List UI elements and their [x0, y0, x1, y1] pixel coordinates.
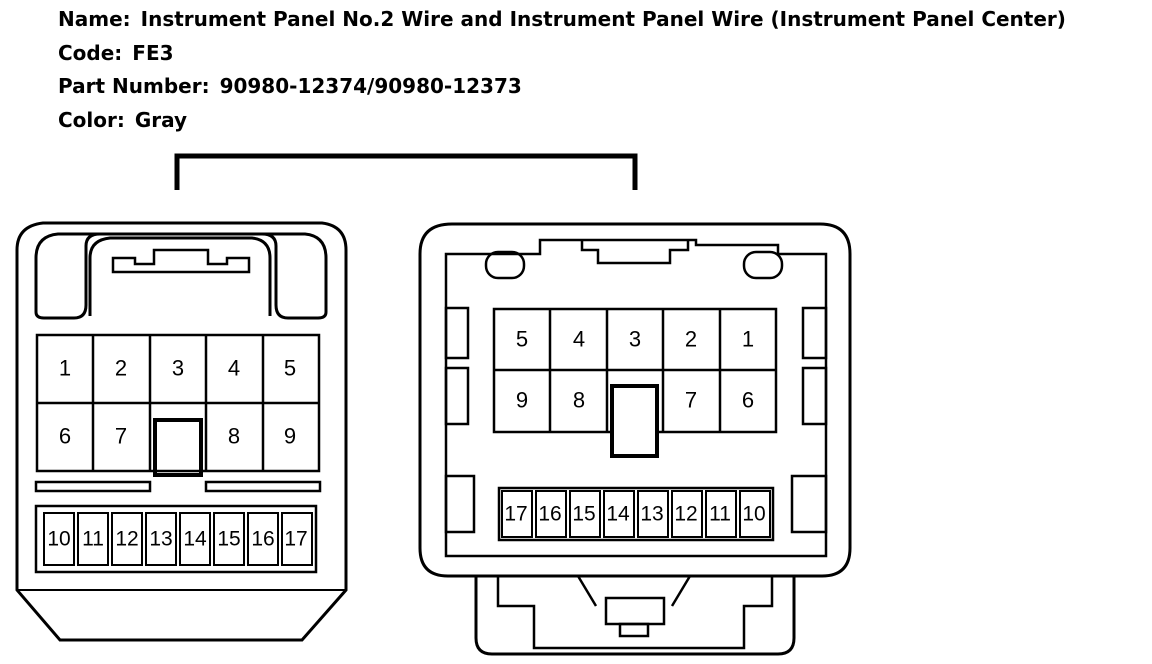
- pin-label: 13: [149, 528, 172, 551]
- connector-right-lock-tab: [604, 596, 666, 626]
- connector-left-latch: [88, 236, 272, 316]
- pin-label: 2: [115, 356, 127, 381]
- pin-label: 2: [685, 327, 697, 352]
- code-label: Code:: [58, 40, 123, 65]
- connector-right-lock-ramp: [576, 575, 692, 607]
- pin-label: 16: [251, 528, 274, 551]
- pin-cavity: [535, 490, 567, 538]
- connector-left-slot: [204, 480, 322, 493]
- pin-label: 10: [47, 528, 70, 551]
- pin-label: 11: [82, 528, 104, 551]
- connector-right: 5 4 3 2 1 9 8 7 6 17 16 15 14 13 12 11 1…: [418, 222, 852, 656]
- pin-label: 11: [709, 503, 731, 526]
- name-value: Instrument Panel No.2 Wire and Instrumen…: [140, 7, 1066, 31]
- pin-cavity: [501, 490, 533, 538]
- connector-right-side-rib: [801, 306, 828, 360]
- connector-left-lock-tab: [111, 248, 251, 274]
- connector-left: 1 2 3 4 5 6 7 8 9 10 11 12 13 14 15 16 1…: [15, 221, 348, 642]
- pin-label: 6: [59, 424, 71, 449]
- pin-label: 10: [742, 503, 765, 526]
- pin-label: 3: [172, 356, 184, 381]
- connector-right-outline: [418, 222, 852, 578]
- part-number-row: Part Number: 90980-12374/90980-12373: [58, 70, 1066, 104]
- pin-label: 7: [685, 388, 697, 413]
- pin-label: 5: [516, 327, 528, 352]
- pin-label: 4: [573, 327, 585, 352]
- pin-label: 3: [629, 327, 641, 352]
- connector-right-peg-right: [742, 250, 784, 280]
- pin-cavity: [671, 490, 703, 538]
- pin-cavity: [179, 512, 211, 566]
- pin-label: 15: [572, 503, 595, 526]
- pin-label: 17: [284, 528, 307, 551]
- connector-right-side-rib: [444, 366, 470, 426]
- connector-right-peg-left: [484, 250, 526, 280]
- pin-label: 1: [742, 327, 754, 352]
- pin-label: 13: [640, 503, 663, 526]
- pin-cavity: [603, 490, 635, 538]
- color-value: Gray: [134, 107, 188, 132]
- pin-label: 17: [504, 503, 527, 526]
- connector-right-side-rib: [444, 306, 470, 360]
- connector-left-lower-frame: [34, 504, 318, 574]
- pin-cavity: [739, 490, 771, 538]
- pin-cavity: [77, 512, 109, 566]
- pin-cavity: [43, 512, 75, 566]
- connector-right-lower-frame: [497, 486, 775, 542]
- pin-label: 14: [183, 528, 207, 551]
- pin-label: 14: [606, 503, 630, 526]
- part-number-value: 90980-12374/90980-12373: [219, 74, 522, 98]
- pin-label: 7: [115, 424, 127, 449]
- connector-right-lock-housing: [474, 576, 796, 656]
- color-row: Color: Gray: [58, 104, 1066, 138]
- pin-cavity: [705, 490, 737, 538]
- name-label: Name:: [58, 7, 131, 31]
- pin-label: 8: [228, 424, 240, 449]
- pin-label: 16: [538, 503, 561, 526]
- pin-label: 6: [742, 388, 754, 413]
- pin-cavity: [247, 512, 279, 566]
- color-label: Color:: [58, 107, 125, 132]
- connector-right-center-key: [610, 384, 659, 458]
- connector-left-outline: [15, 221, 348, 642]
- pin-label: 5: [284, 356, 296, 381]
- pin-cavity: [569, 490, 601, 538]
- part-number-label: Part Number:: [58, 74, 210, 98]
- code-value: FE3: [132, 40, 174, 65]
- connector-right-lock-tab-inner: [618, 622, 650, 638]
- pin-label: 9: [284, 424, 296, 449]
- name-row: Name: Instrument Panel No.2 Wire and Inst…: [58, 3, 1066, 37]
- connector-right-lock-inner: [496, 576, 774, 650]
- connector-right-top-latch: [580, 240, 690, 265]
- connector-right-inner-outline: [444, 238, 828, 558]
- connector-left-center-key: [153, 418, 203, 477]
- pin-cavity: [637, 490, 669, 538]
- connector-left-latch-frame: [34, 232, 328, 320]
- pin-cavity: [213, 512, 245, 566]
- connector-right-side-rib: [444, 474, 476, 534]
- connector-right-side-rib: [801, 366, 828, 426]
- code-row: Code: FE3: [58, 37, 1066, 71]
- pin-label: 12: [674, 503, 697, 526]
- pin-cavity: [145, 512, 177, 566]
- pin-label: 4: [228, 356, 240, 381]
- pin-cavity: [111, 512, 143, 566]
- pin-label: 8: [573, 388, 585, 413]
- pin-cavity: [281, 512, 313, 566]
- pin-label: 15: [217, 528, 240, 551]
- connector-right-side-rib: [790, 474, 828, 534]
- link-bracket: [174, 153, 638, 190]
- connector-left-slot: [34, 480, 152, 493]
- connector-info: Name: Instrument Panel No.2 Wire and Inst…: [58, 3, 1066, 137]
- pin-label: 12: [115, 528, 138, 551]
- pin-label: 1: [59, 356, 71, 381]
- pin-label: 9: [516, 388, 528, 413]
